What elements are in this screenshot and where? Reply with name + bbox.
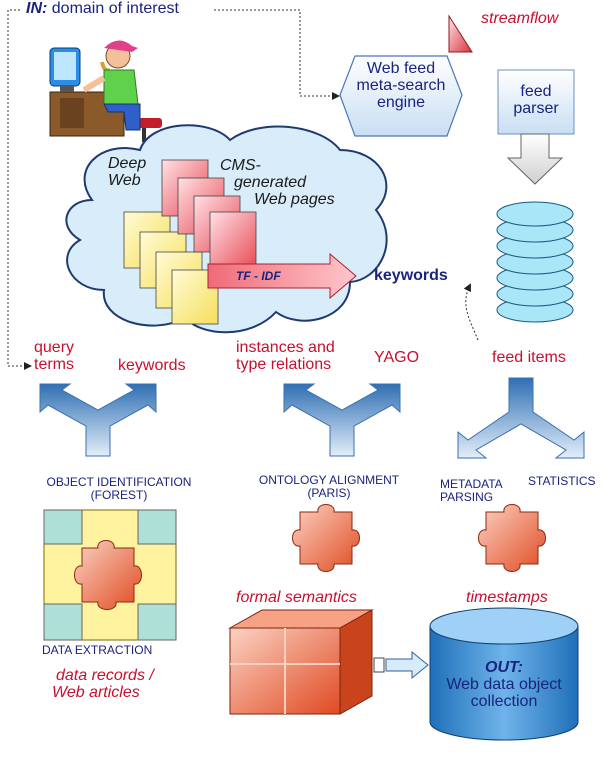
cube-to-out-connector: [373, 650, 429, 680]
data-records-label: data records / Web articles: [52, 667, 154, 702]
meta-search-line3: engine: [376, 93, 426, 111]
meta-search-line2: meta-search: [356, 76, 446, 94]
cms-line2: generated: [234, 173, 307, 191]
streamflow-icon: [448, 14, 473, 53]
deep-web-line2: Web: [108, 171, 141, 189]
out-line1: Web data object: [446, 675, 562, 693]
streamflow-label: streamflow: [481, 10, 559, 27]
ontology-alignment-label: ONTOLOGY ALIGNMENT (PARIS): [240, 474, 418, 499]
ontology-alignment-line2: (PARIS): [307, 485, 351, 500]
feed-parser-line2: parser: [513, 99, 559, 117]
input-prefix: IN:: [26, 0, 48, 17]
data-records-line1: data records /: [56, 667, 154, 684]
query-terms-label: query terms: [34, 339, 75, 374]
cms-pages: [161, 159, 257, 269]
feed-items-label: feed items: [492, 349, 566, 366]
out-label: OUT: Web data object collection: [430, 659, 578, 710]
out-line2: collection: [470, 692, 538, 710]
input-to-query-connector: [7, 9, 32, 370]
tfidf-arrow: [207, 252, 357, 300]
feed-items-to-keywords-connector: [463, 283, 479, 341]
input-connector: [214, 9, 340, 100]
object-identification-line1: OBJECT IDENTIFICATION: [46, 475, 192, 489]
meta-search-line1: Web feed: [366, 60, 436, 77]
data-records-line2: Web articles: [52, 683, 140, 701]
out-collection-cylinder: [429, 607, 579, 741]
split-arrow-right: [457, 377, 585, 459]
timestamps-label: timestamps: [466, 589, 548, 606]
tfidf-label: TF - IDF: [236, 269, 281, 283]
meta-search-engine-box: [339, 55, 463, 137]
formal-semantics-label: formal semantics: [236, 589, 357, 606]
query-terms-line1: query: [34, 339, 75, 356]
meta-search-label: Web feed meta-search engine: [345, 60, 457, 111]
feed-items-store-icon: [496, 201, 574, 323]
feed-parser-arrow: [506, 133, 564, 185]
query-terms-line2: terms: [34, 355, 74, 373]
deep-web-pages: [123, 211, 219, 325]
left-keywords-label: keywords: [118, 357, 186, 374]
yago-label: YAGO: [374, 349, 420, 366]
feed-parser-label: feed parser: [498, 83, 574, 118]
metadata-puzzle-piece: [478, 504, 546, 572]
split-arrow-middle: [283, 383, 401, 457]
data-extraction-label: DATA EXTRACTION: [42, 643, 153, 657]
metadata-parsing-line2: PARSING: [440, 489, 494, 504]
instances-line1: instances and: [236, 339, 335, 356]
input-label: IN: domain of interest: [26, 0, 179, 18]
deep-web-line1: Deep: [108, 155, 147, 172]
statistics-label: STATISTICS: [528, 474, 596, 488]
instances-line2: type relations: [236, 355, 332, 373]
instances-label: instances and type relations: [236, 339, 335, 374]
object-identification-line2: (FOREST): [90, 487, 148, 502]
metadata-parsing-label: METADATA PARSING: [440, 478, 503, 503]
split-arrow-left: [39, 383, 157, 457]
out-prefix: OUT:: [485, 659, 523, 676]
cms-line1: CMS-: [220, 157, 261, 174]
cms-line3: Web pages: [254, 190, 335, 208]
data-extraction-board: [43, 509, 177, 641]
input-text: domain of interest: [51, 0, 179, 17]
keywords-output-label: keywords: [374, 267, 448, 284]
cms-label: CMS- generated Web pages: [220, 157, 335, 208]
object-identification-label: OBJECT IDENTIFICATION (FOREST): [30, 476, 208, 501]
user-at-computer-illustration: [49, 40, 162, 142]
formal-semantics-cube: [228, 609, 374, 715]
feed-parser-line1: feed: [520, 83, 552, 100]
ontology-alignment-line1: ONTOLOGY ALIGNMENT: [258, 473, 400, 487]
ontology-puzzle-piece: [292, 504, 360, 572]
metadata-parsing-line1: METADATA: [440, 477, 503, 491]
deep-web-label: Deep Web: [108, 155, 147, 190]
